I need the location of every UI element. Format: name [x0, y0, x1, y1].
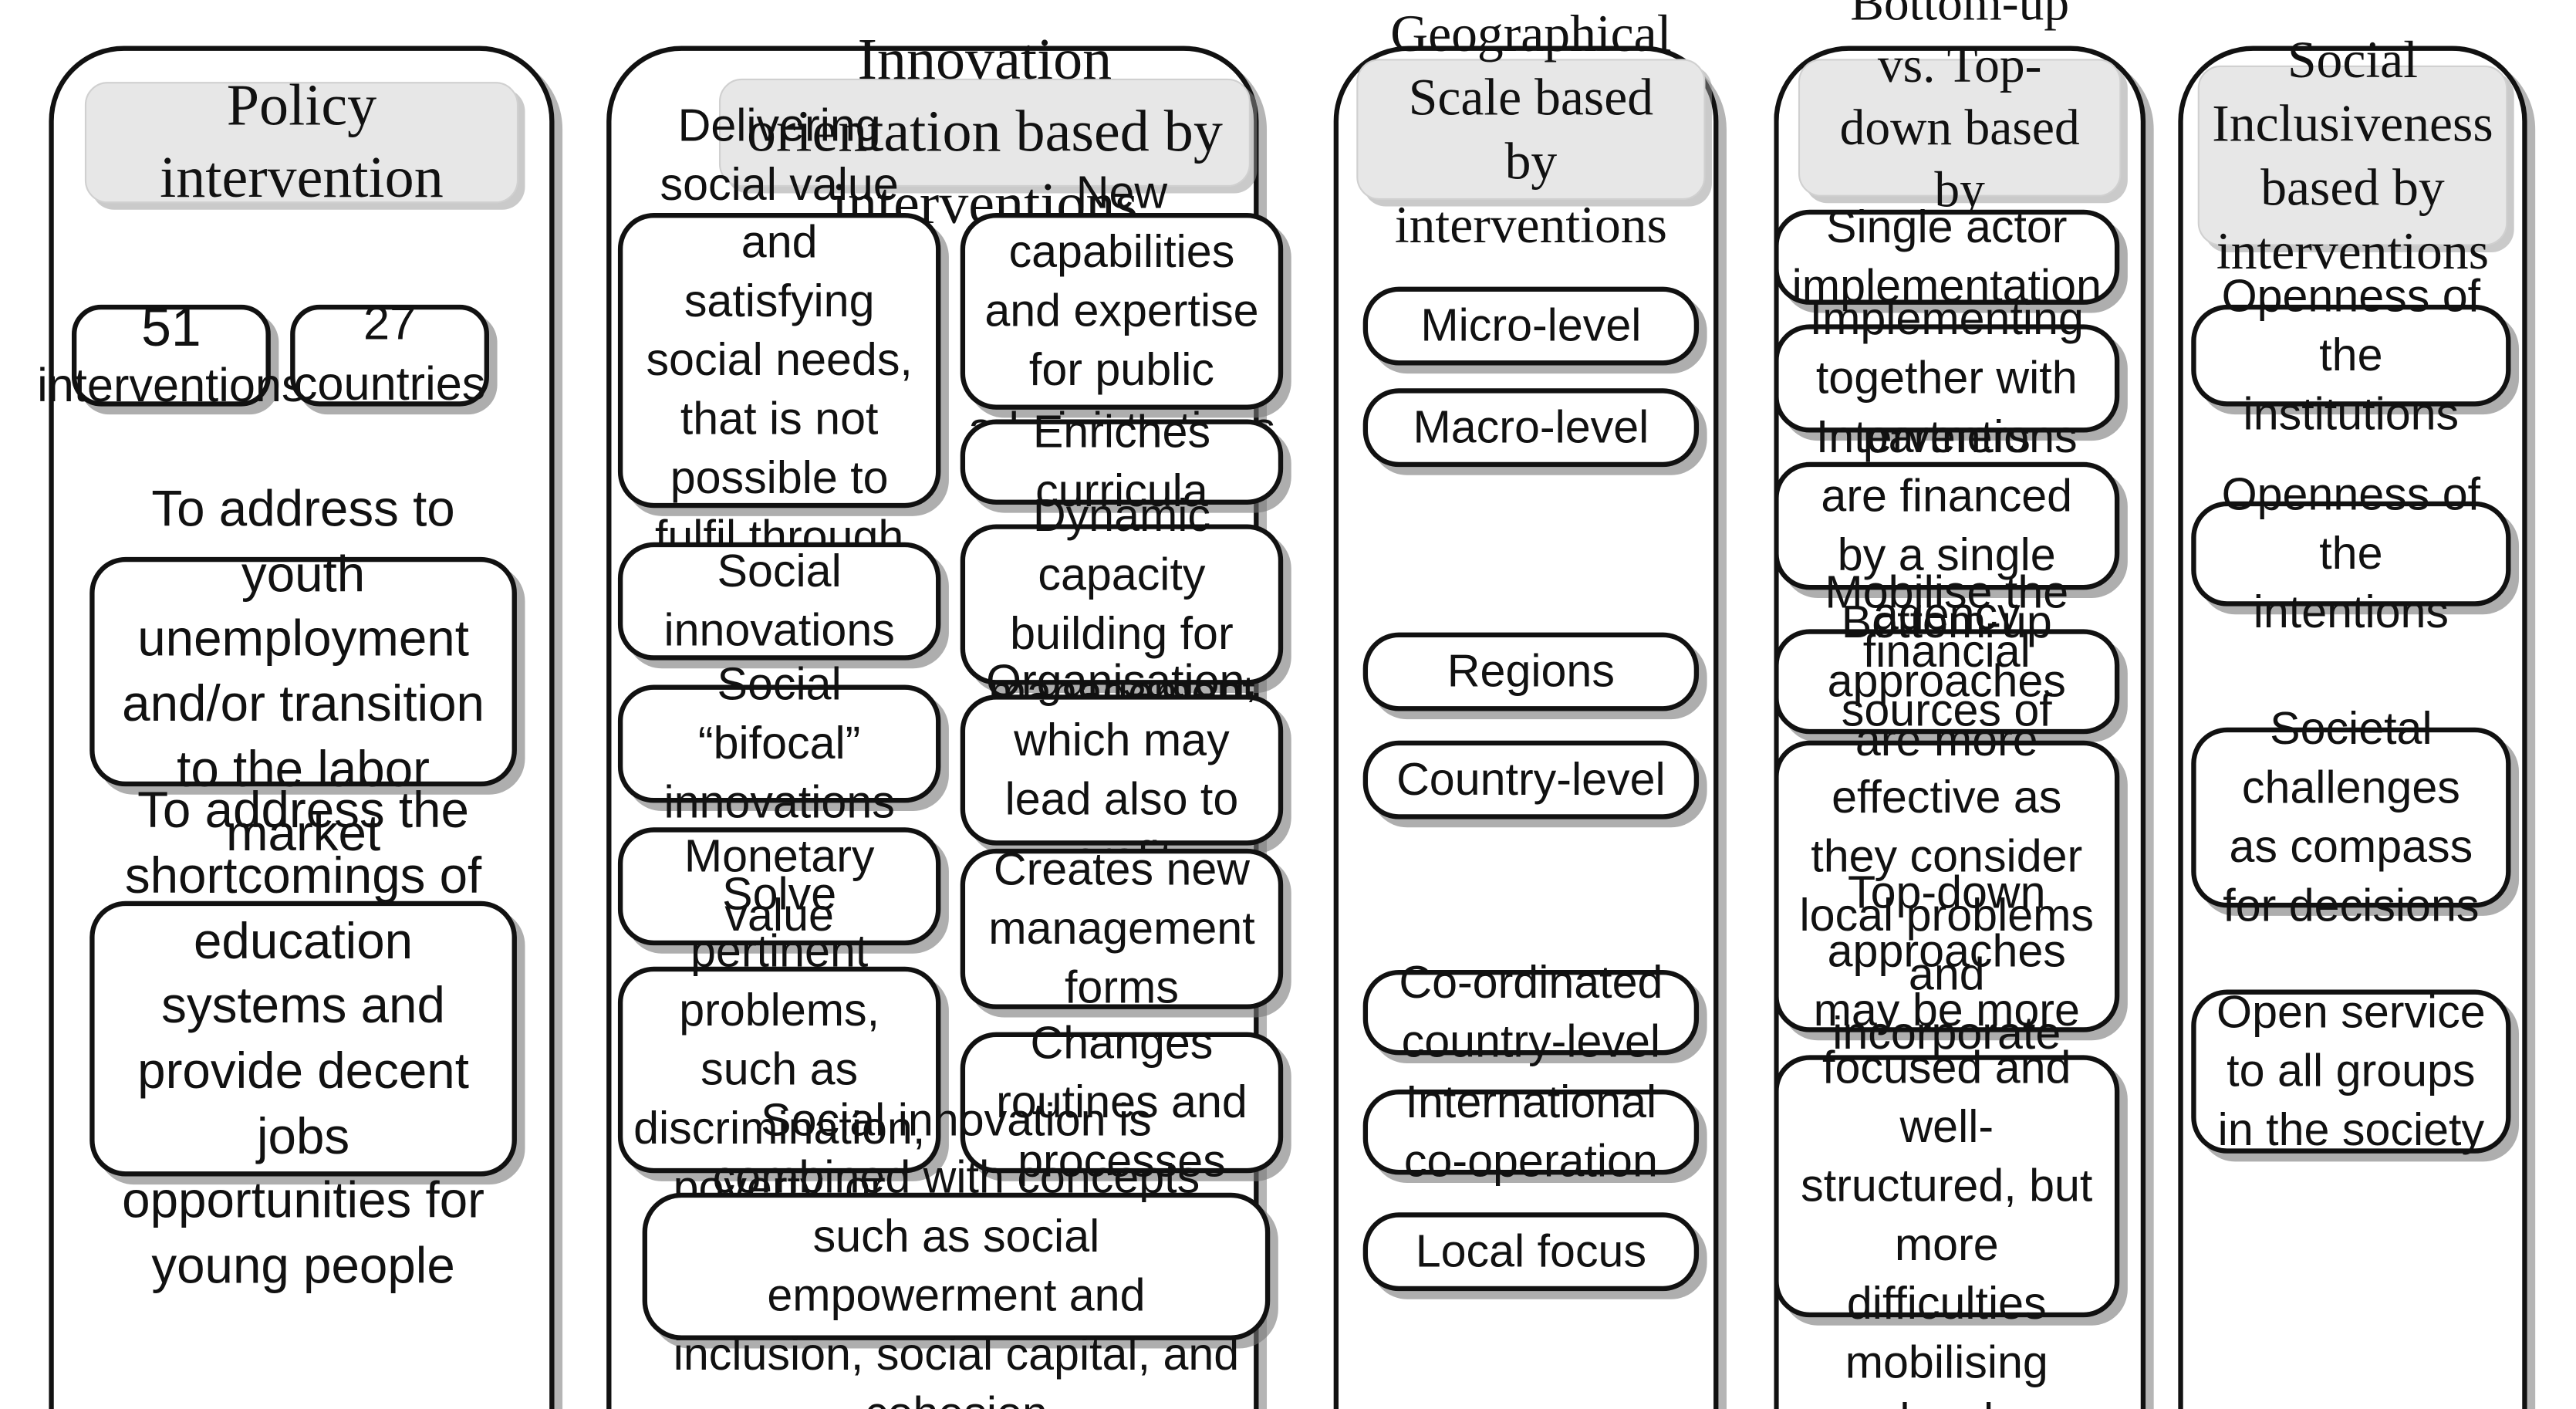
policy-item-education-shortcomings: To address the shortcomings of education…: [89, 782, 517, 1294]
bu-td-item-implementing-partners: Implementing together with partners: [1774, 294, 2120, 462]
innovation-left-item-bifocal: Social “bifocal” innovations: [617, 659, 941, 827]
stat-interventions-number: 51: [141, 296, 201, 357]
inclusiveness-item-open-service: Open service to all groups in the societ…: [2191, 987, 2511, 1155]
geo-item-coordinated-country-level: Co-ordinated country-level: [1362, 957, 1700, 1066]
header-bottom-up-vs-top-down: Bottom-up vs. Top-down based by interven…: [1798, 0, 2122, 279]
geo-item-local-focus: Local focus: [1362, 1212, 1700, 1292]
geo-item-micro-level: Micro-level: [1362, 286, 1700, 366]
column-geographical-scale: [1333, 46, 1719, 1409]
header-social-inclusiveness: Social Inclusiveness based by interventi…: [2197, 29, 2508, 280]
bu-td-item-top-down-focused: Top-down approaches may be more focused …: [1774, 867, 2120, 1409]
geo-item-international-cooperation: International co-operation: [1362, 1076, 1700, 1186]
innovation-footer-note: Social innovation is combined with conce…: [642, 1093, 1271, 1409]
inclusiveness-item-openness-intentions: Openness of the intentions: [2191, 469, 2511, 637]
geo-item-regions: Regions: [1362, 632, 1700, 711]
header-policy-intervention: Policy intervention: [84, 73, 519, 210]
policy-item-youth-unemployment: To address to youth unemployment and/or …: [89, 480, 517, 863]
stat-interventions: 51 interventions: [37, 296, 306, 414]
geo-item-macro-level: Macro-level: [1362, 388, 1700, 468]
stat-interventions-label: interventions: [37, 360, 306, 414]
innovation-right-item-new-capabilities: New capabilities and expertise for publi…: [960, 168, 1284, 454]
innovation-left-item-social-innovations: Social innovations: [617, 542, 941, 661]
inclusiveness-item-openness-institutions: Openness of the institutions: [2191, 271, 2511, 439]
innovation-left-item-social-value: Delivering social value and satisfying s…: [617, 100, 941, 620]
innovation-right-item-organisation-profit: Organisation, which may lead also to pro…: [960, 656, 1284, 883]
bu-td-item-single-actor: Single actor implementation: [1774, 202, 2120, 311]
inclusiveness-item-societal-challenges: Societal challenges as compass for decis…: [2191, 704, 2511, 931]
stat-countries: 27 countries: [290, 298, 489, 411]
innovation-left-item-pertinent-problems: Solve pertinent problems, such as discri…: [617, 867, 941, 1271]
header-geographical-scale: Geographical Scale based by intervention…: [1356, 3, 1706, 254]
innovation-right-item-enriches-curricula: Enriches curricula: [960, 407, 1284, 516]
innovation-right-item-new-management-forms: Creates new management forms: [960, 844, 1284, 1012]
header-innovation-orientation: Innovation orientation based by interven…: [718, 26, 1251, 236]
geo-item-country-level: Country-level: [1362, 740, 1700, 819]
innovation-left-item-monetary-value: Monetary value: [617, 827, 941, 946]
